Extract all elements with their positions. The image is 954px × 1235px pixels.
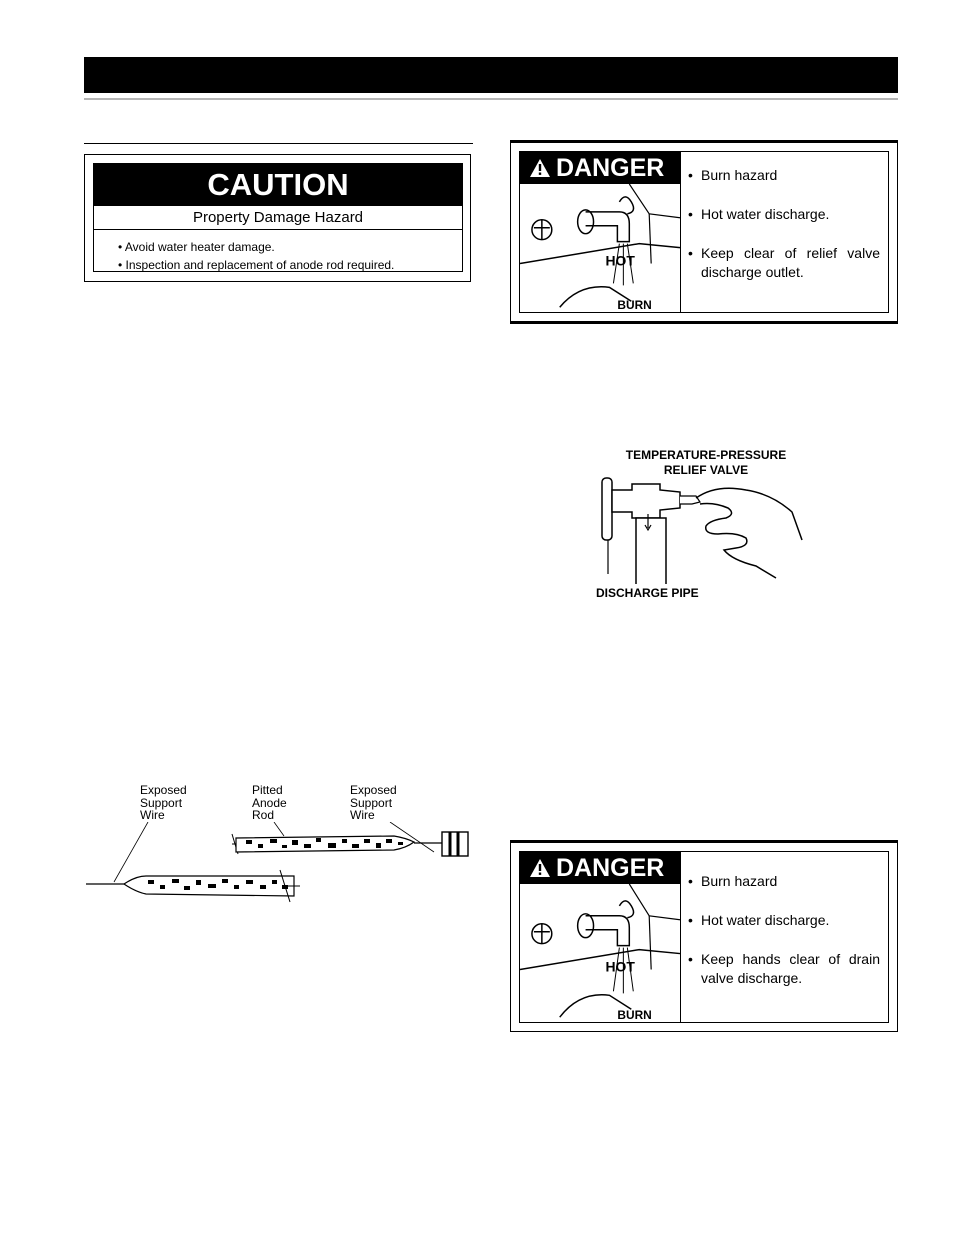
discharge-pipe-label: DISCHARGE PIPE	[596, 586, 699, 600]
header-divider	[84, 98, 898, 100]
danger-item: Hot water discharge.	[688, 911, 880, 930]
label-line: Rod	[252, 808, 275, 822]
caution-item: • Inspection and replacement of anode ro…	[118, 258, 395, 272]
danger-left-panel: DANGER HOT BURN	[520, 852, 681, 1022]
label-line: Wire	[140, 808, 165, 822]
burn-text: BURN	[617, 1008, 651, 1021]
hot-water-faucet-icon: HOT BURN	[520, 184, 680, 311]
hot-water-faucet-icon: HOT BURN	[520, 884, 680, 1021]
danger-title-bar: DANGER	[520, 852, 680, 884]
danger-inner-frame: DANGER HOT BURN Burn hazard Hot water di…	[519, 851, 889, 1023]
caution-label: CAUTION Property Damage Hazard • Avoid w…	[84, 154, 471, 282]
label-exposed-support-wire-left: Exposed Support Wire	[140, 784, 187, 822]
label-line: Support	[140, 795, 183, 810]
danger-list: Burn hazard Hot water discharge. Keep ha…	[688, 872, 880, 1008]
label-line: Wire	[350, 808, 375, 822]
danger-item: Burn hazard	[688, 166, 880, 185]
valve-title-line2: RELIEF VALVE	[663, 463, 749, 477]
label-line: Pitted	[252, 783, 283, 797]
label-pitted-anode-rod: Pitted Anode Rod	[252, 784, 287, 822]
relief-valve-figure: TEMPERATURE-PRESSURE RELIEF VALVE DISCHA…	[596, 448, 812, 600]
label-line: Exposed	[140, 783, 187, 797]
anode-rod-drawing	[86, 822, 469, 903]
danger-title-bar: DANGER	[520, 152, 680, 184]
section-header-bar	[84, 57, 898, 93]
caution-title: CAUTION	[94, 164, 462, 206]
danger-item: Keep clear of relief valve discharge out…	[688, 244, 880, 282]
danger-title: DANGER	[556, 154, 665, 182]
danger-label-drain: DANGER HOT BURN Burn hazard Hot water di…	[510, 842, 898, 1032]
burn-text: BURN	[617, 298, 651, 311]
caution-item: • Avoid water heater damage.	[118, 240, 275, 254]
anode-rod-figure: Exposed Support Wire Pitted Anode Rod Ex…	[84, 784, 474, 910]
danger-inner-frame: DANGER HOT BURN Burn hazard Hot water di…	[519, 151, 889, 313]
label-line: Anode	[252, 795, 287, 810]
danger-list: Burn hazard Hot water discharge. Keep cl…	[688, 166, 880, 302]
label-exposed-support-wire-right: Exposed Support Wire	[350, 784, 397, 822]
danger-item: Hot water discharge.	[688, 205, 880, 224]
valve-title-line1: TEMPERATURE-PRESSURE	[625, 448, 787, 462]
danger-bottom-rule	[510, 322, 898, 324]
danger-label-relief: DANGER HOT BURN Burn hazard Hot water di…	[510, 142, 898, 322]
danger-item: Keep hands clear of drain valve discharg…	[688, 950, 880, 988]
caution-list: • Avoid water heater damage. • Inspectio…	[94, 230, 462, 274]
left-column-rule	[84, 143, 473, 144]
warning-triangle-icon	[530, 859, 550, 877]
danger-item: Burn hazard	[688, 872, 880, 891]
warning-triangle-icon	[530, 159, 550, 177]
danger-top-rule	[510, 140, 898, 142]
caution-subtitle: Property Damage Hazard	[94, 206, 462, 230]
label-line: Exposed	[350, 783, 397, 797]
danger-title: DANGER	[556, 854, 665, 882]
relief-valve-drawing	[601, 477, 803, 584]
danger-left-panel: DANGER HOT BURN	[520, 152, 681, 312]
hot-text: HOT	[605, 252, 635, 268]
hot-text: HOT	[605, 958, 635, 974]
caution-inner-frame: CAUTION Property Damage Hazard • Avoid w…	[93, 163, 463, 272]
label-line: Support	[350, 795, 393, 810]
danger-top-rule	[510, 840, 898, 842]
